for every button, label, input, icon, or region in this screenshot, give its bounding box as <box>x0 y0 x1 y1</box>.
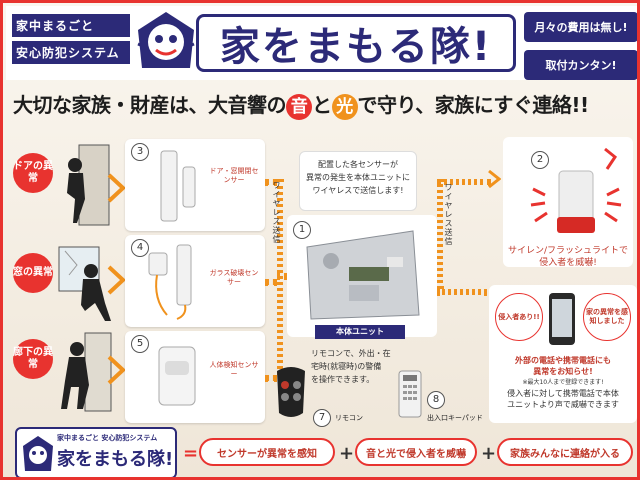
arrow-icon <box>488 169 501 189</box>
tagline-part1: 大切な家族・財産は、大音響の <box>13 93 287 117</box>
phone-note: ※最大10人まで登録できます! <box>522 379 604 386</box>
glass-sensor-icon <box>148 244 192 320</box>
sensor-card-glass: 4 ガラス破壊センサー <box>125 235 265 327</box>
tagline-part2: で守り、家族にすぐ連絡!! <box>357 93 590 117</box>
motion-sensor-icon <box>158 346 196 406</box>
remote-description: リモコンで、外出・在 宅時(就寝時)の警備 を操作できます。 <box>311 347 411 386</box>
keypad-icon <box>398 370 422 418</box>
siren-line-2: 侵入者を威嚇! <box>539 258 597 268</box>
plus-sign: + <box>481 443 497 464</box>
sensor-label: ドア・窓開閉センサー <box>209 167 259 184</box>
alarm-door: ドアの異常 <box>13 153 53 193</box>
sensor-card-door: 3 ドア・窓開閉センサー <box>125 139 265 231</box>
remote-line-2: 宅時(就寝時)の警備 <box>311 362 382 371</box>
siren-icon <box>530 147 622 233</box>
phone-line-3: 侵入者に対して携帯電話で本体 <box>507 389 619 398</box>
info-line-3: ワイヤレスで送信します! <box>312 186 404 195</box>
header-left: 家中まるごと 安心防犯システム <box>12 14 130 68</box>
phone-description: 外部の電話や携帯電話にも 異常をお知らせ! ※最大10人まで登録できます! 侵入… <box>493 355 633 410</box>
siren-card: 2 <box>503 137 633 267</box>
unit-number: 1 <box>293 221 311 239</box>
intruder-door-icon <box>67 144 110 226</box>
page-title: 家をまもる隊! <box>196 14 516 72</box>
info-line-1: 配置した各センサーが <box>318 160 398 169</box>
alarm-hallway: 廊下の異常 <box>13 339 53 379</box>
intruder-hallway-icon <box>61 332 112 412</box>
step-deter: 音と光で侵入者を威嚇 <box>355 438 477 466</box>
intruder-window-icon <box>58 246 111 321</box>
bubble-alert: 家の異常を感知しました <box>583 293 631 341</box>
sensor-number: 3 <box>131 143 149 161</box>
footer-logo-title: 家をまもる隊! <box>57 449 174 470</box>
tagline: 大切な家族・財産は、大音響の音と光で守り、家族にすぐ連絡!! <box>13 89 635 120</box>
phone-line-1: 外部の電話や携帯電話にも <box>515 356 611 365</box>
main-unit-icon <box>306 230 420 320</box>
remote-label: リモコン <box>335 414 363 422</box>
keypad-number: 8 <box>427 391 445 409</box>
phone-icon <box>549 293 575 345</box>
sensor-label: ガラス破壊センサー <box>209 269 259 286</box>
header-line-1: 家中まるごと <box>12 14 130 37</box>
no-monthly-fee-badge: 月々の費用は無し! <box>524 12 637 42</box>
signal-line <box>277 273 287 279</box>
wireless-label: ワイヤレス送信 <box>272 181 281 244</box>
step-notify: 家族みんなに連絡が入る <box>497 438 633 466</box>
phone-line-4: ユニットより声で威嚇できます <box>507 400 619 409</box>
info-box: 配置した各センサーが 異常の発生を本体ユニットに ワイヤレスで送信します! <box>299 151 417 211</box>
footer-logo: 家中まるごと 安心防犯システム 家をまもる隊! <box>15 427 177 477</box>
sensor-number: 4 <box>131 239 149 257</box>
equals-sign: = <box>183 443 199 464</box>
info-line-2: 異常の発生を本体ユニットに <box>306 173 410 182</box>
siren-number: 2 <box>531 151 549 169</box>
easy-install-badge: 取付カンタン! <box>524 50 637 80</box>
signal-line <box>437 179 443 289</box>
alarm-window: 窓の異常 <box>13 253 53 293</box>
mascot-icon <box>23 436 53 471</box>
arrow-icon <box>107 173 125 203</box>
phone-line-2: 異常をお知らせ! <box>533 367 593 376</box>
siren-description: サイレン/フラッシュライトで 侵入者を威嚇! <box>503 245 633 269</box>
tagline-and: と <box>312 93 332 117</box>
siren-line-1: サイレン/フラッシュライトで <box>507 246 629 256</box>
signal-line <box>265 279 277 285</box>
door-sensor-icon <box>160 150 196 222</box>
signal-line <box>265 375 277 381</box>
header-right: 月々の費用は無し! 取付カンタン! <box>524 12 637 88</box>
footer-logo-subtitle: 家中まるごと 安心防犯システム <box>57 434 158 442</box>
header: 家中まるごと 安心防犯システム 家をまもる隊! 月々の費用は無し! 取付カンタン… <box>6 6 637 80</box>
signal-line <box>437 289 487 295</box>
sensor-label: 人体検知センサー <box>209 361 259 378</box>
bubble-intruder: 侵入者あり!! <box>495 293 543 341</box>
remote-line-3: を操作できます。 <box>311 375 375 384</box>
remote-line-1: リモコンで、外出・在 <box>311 349 391 358</box>
mascot-icon <box>137 12 195 68</box>
sensor-number: 5 <box>131 335 149 353</box>
arrow-icon <box>107 355 125 385</box>
wireless-label: ワイヤレス送信 <box>444 183 453 246</box>
sensor-card-motion: 5 人体検知センサー <box>125 331 265 423</box>
sound-badge: 音 <box>286 94 312 120</box>
header-line-2: 安心防犯システム <box>12 41 130 64</box>
plus-sign: + <box>339 443 355 464</box>
signal-line <box>265 179 277 185</box>
light-badge: 光 <box>331 94 358 120</box>
arrow-icon <box>107 265 125 295</box>
step-detect: センサーが異常を感知 <box>199 438 335 466</box>
main-unit-area: 1 <box>287 215 437 337</box>
remote-icon <box>277 367 305 417</box>
keypad-label: 出入口キーパッド <box>427 414 483 422</box>
remote-number: 7 <box>313 409 331 427</box>
unit-label: 本体ユニット <box>315 325 405 339</box>
